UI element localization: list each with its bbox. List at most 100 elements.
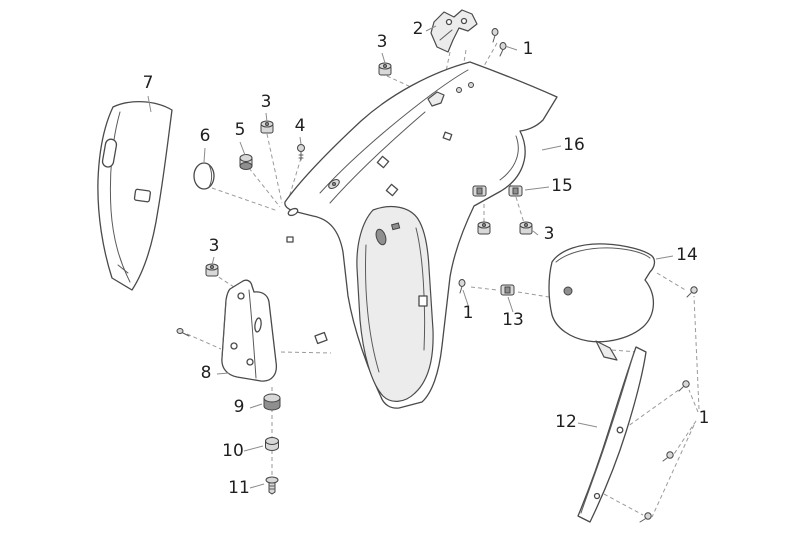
dashed-line [186, 333, 222, 350]
leader-line [425, 25, 437, 32]
leader-line [524, 186, 550, 191]
part-1-screw-top-a [491, 28, 499, 43]
dashed-line [287, 157, 302, 202]
callout-part-11: 11 [228, 478, 250, 498]
main-panel-hook-detail [427, 91, 445, 107]
callout-part-1-c: 1 [699, 408, 710, 428]
trim-strip-hole [616, 426, 624, 434]
main-panel-lower-tab [314, 331, 328, 345]
leader-line [239, 141, 246, 156]
screw-head [666, 451, 674, 459]
screw-shaft [459, 286, 463, 294]
part-1-screw-right-a [686, 286, 698, 298]
bracket-body [430, 9, 478, 53]
bolt-head [265, 476, 279, 484]
main-panel-top-lip [319, 69, 469, 194]
screw-shaft [678, 386, 684, 392]
dashed-line [248, 167, 281, 208]
leader-line [147, 95, 152, 113]
trim-strip-contour [580, 351, 635, 514]
main-panel-right-contour [499, 135, 519, 181]
part-1-screw-right-c [662, 451, 674, 462]
inner-panel-socket [418, 295, 428, 307]
bracket-slot [254, 317, 262, 333]
screw-head [491, 28, 499, 36]
callout-part-1-a: 1 [523, 39, 534, 59]
part-16-main-panel [284, 61, 558, 409]
screw-shaft [499, 49, 504, 57]
callout-part-14: 14 [676, 245, 698, 265]
leader-line [541, 145, 562, 151]
bracket-hole [230, 342, 238, 350]
callout-part-4: 4 [295, 116, 306, 136]
cover-bottom-tab [595, 340, 618, 361]
callout-part-1-b: 1 [463, 303, 474, 323]
main-panel-square-clip [376, 155, 390, 169]
dashed-line [211, 187, 279, 212]
bracket-bend-line [439, 29, 453, 41]
clip-slot [504, 286, 511, 294]
leader-line [203, 147, 206, 163]
dashed-line [515, 196, 525, 224]
part-2-bracket [430, 9, 478, 53]
rivet-shaft [182, 332, 190, 337]
clip-slot [512, 187, 519, 195]
callout-labels: 2 3 1 7 3 5 4 6 16 15 3 3 14 1 13 8 9 12… [143, 19, 710, 498]
part-9-grommet [263, 393, 281, 411]
part-15-clip-a [472, 185, 487, 197]
callout-part-3-d: 3 [209, 236, 220, 256]
bracket-hole [237, 292, 245, 300]
main-panel-corner-tab [286, 236, 294, 243]
screw-head [458, 279, 466, 287]
part-13-clip [500, 284, 515, 296]
main-panel-screw-dot [456, 87, 462, 93]
screw-head [690, 286, 698, 294]
cover-grommet-hole [563, 286, 573, 296]
nut-hole [265, 122, 269, 126]
clip-slot [476, 187, 483, 195]
main-panel-strip-edge [329, 111, 426, 204]
dashed-line [611, 349, 638, 353]
part-7-side-panel [97, 101, 173, 291]
part-3-nut-d [519, 221, 533, 235]
side-panel-vent [133, 188, 152, 203]
bracket-hole [460, 17, 468, 25]
nut-hole [524, 223, 528, 227]
part-1-screw-right-b [678, 380, 690, 392]
callout-part-8: 8 [201, 363, 212, 383]
part-11-bolt [265, 476, 279, 495]
main-panel-square-clip [385, 183, 399, 197]
callout-part-3-b: 3 [261, 92, 272, 112]
dashed-line [603, 493, 644, 516]
label-leader-lines [147, 25, 674, 489]
callout-part-7: 7 [143, 73, 154, 93]
emblem-edge-line [208, 164, 213, 188]
callout-part-9: 9 [234, 397, 245, 417]
rivet-head [176, 328, 184, 334]
dashed-line [656, 272, 688, 292]
leader-line [249, 403, 263, 409]
cover-body [548, 243, 656, 343]
main-panel-clip-slot [442, 131, 453, 141]
part-1-screw-center [458, 279, 466, 294]
callout-part-13: 13 [502, 310, 524, 330]
dashed-line [266, 133, 283, 204]
dashed-line [651, 424, 695, 518]
leader-line [249, 483, 265, 489]
leader-line [532, 230, 539, 236]
part-5-grommet-nut [239, 154, 253, 170]
dashed-line [673, 420, 697, 455]
callout-part-2: 2 [413, 19, 424, 39]
screw-shaft [662, 457, 668, 462]
part-8-bracket [221, 279, 278, 382]
part-6-emblem [193, 162, 215, 190]
grommet-nut-top [239, 154, 253, 162]
part-12-trim-strip [577, 346, 647, 523]
dashed-line [280, 351, 332, 354]
grommet-top [263, 393, 281, 403]
callout-part-12: 12 [555, 412, 577, 432]
nut-hole [210, 265, 214, 269]
cover-top-lip [555, 247, 651, 263]
screw-shaft [492, 35, 496, 43]
